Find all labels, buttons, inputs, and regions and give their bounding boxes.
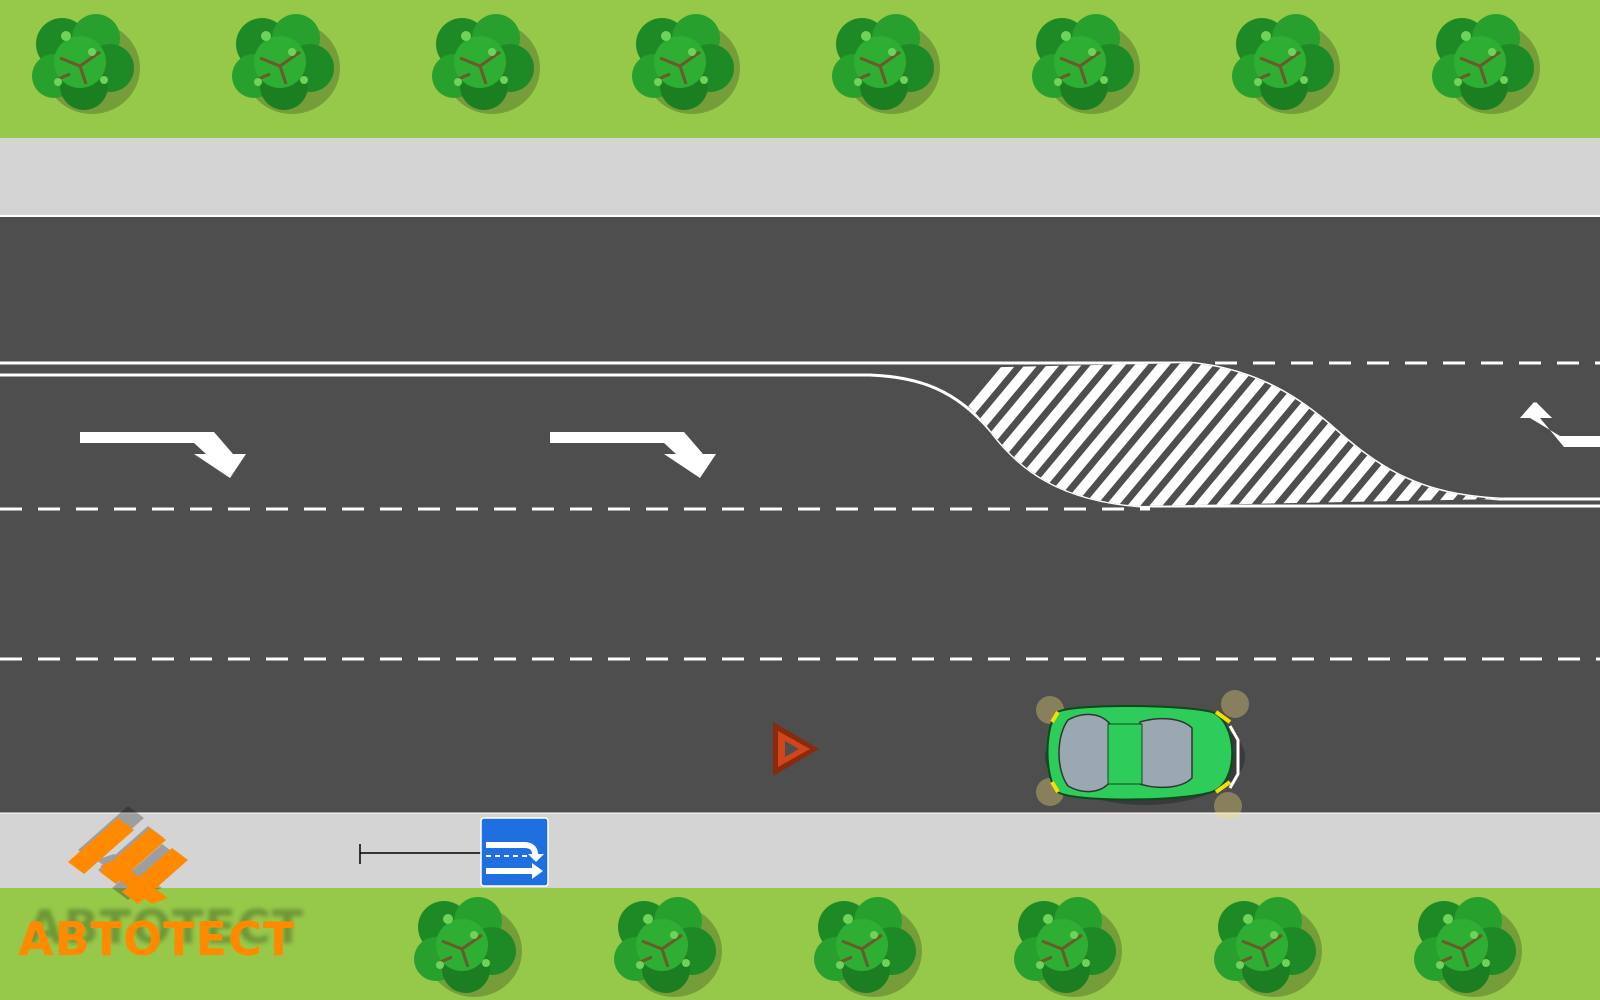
lane-arrow-right-1	[80, 432, 246, 478]
grass-bottom	[0, 888, 1600, 1000]
lane-direction-sign	[359, 817, 549, 887]
lane-arrow-left-opposite	[1520, 402, 1600, 447]
logo-text: АВТОТЕСТ	[18, 912, 296, 966]
road-surface	[0, 216, 1600, 813]
sidewalk-top	[0, 138, 1600, 216]
avtotest-logo-icon	[68, 806, 188, 904]
green-car[interactable]	[1036, 690, 1249, 820]
lane-arrow-right-2	[550, 432, 716, 478]
warning-triangle-icon	[773, 722, 819, 776]
sidewalk-bottom	[0, 813, 1600, 888]
